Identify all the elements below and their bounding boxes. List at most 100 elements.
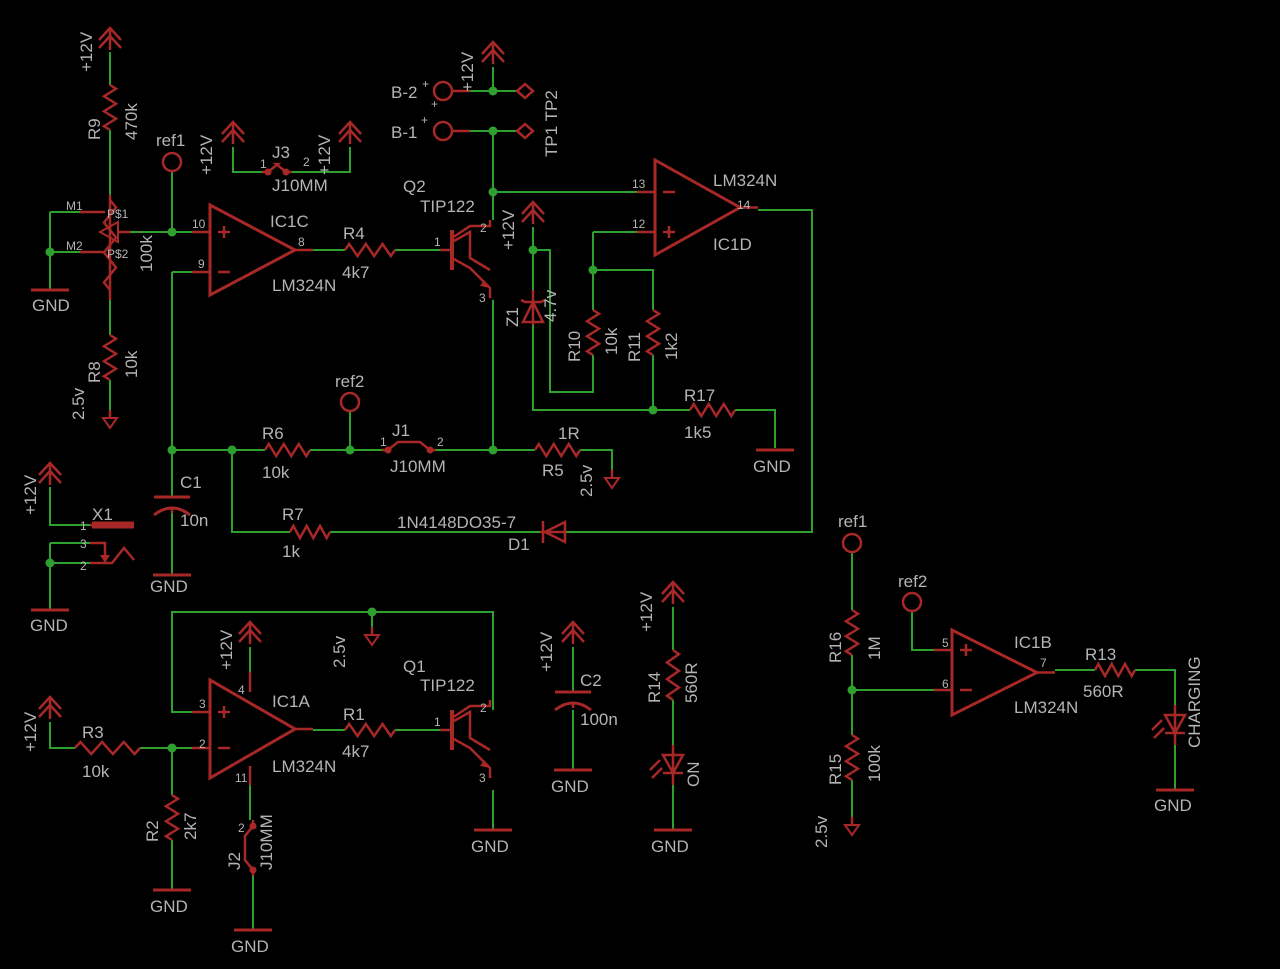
r11-value-label: 1k2	[662, 333, 681, 360]
led-light-icon	[1153, 727, 1165, 739]
resistor-symbol	[664, 648, 682, 702]
ic1d-value-label: LM324N	[713, 171, 777, 190]
ic1a-value-label: LM324N	[272, 757, 336, 776]
j3-ref-label: J3	[272, 143, 290, 162]
supplies-gnd-label: GND	[471, 837, 509, 856]
wire	[292, 147, 351, 173]
supply-12v-icon	[521, 208, 545, 223]
supply-2v5-icon	[603, 477, 621, 490]
supply-12v-icon	[661, 580, 685, 595]
pins-p13-label: 13	[632, 177, 646, 191]
wire	[49, 487, 90, 526]
supply-12v-icon	[38, 695, 62, 710]
supplies-p12-label: +12V	[77, 31, 96, 72]
pins-p4-label: 4	[238, 683, 245, 697]
supplies-v25-label: 2.5v	[69, 387, 88, 420]
transistor-symbol	[451, 256, 492, 298]
supply-12v-icon	[561, 628, 585, 643]
j2-ref-label: J2	[225, 852, 244, 870]
supply-12v-icon	[98, 26, 122, 41]
supplies-gnd-label: GND	[150, 577, 188, 596]
opamp-symbol	[208, 677, 299, 781]
pot-p1-label: P$1	[107, 207, 129, 221]
r4-value-label: 4k7	[342, 263, 369, 282]
ic1c-ref-label: IC1C	[270, 212, 309, 231]
r10-ref-label: R10	[565, 331, 584, 362]
ledon-value-label: ON	[684, 762, 703, 788]
r16-value-label: 1M	[865, 636, 884, 660]
ic1c-value-label: LM324N	[272, 276, 336, 295]
r4-ref-label: R4	[343, 224, 365, 243]
r11-ref-label: R11	[625, 332, 644, 362]
resistor-symbol	[1093, 661, 1137, 679]
r7-value-label: 1k	[282, 542, 300, 561]
jumper-pin	[249, 866, 257, 874]
c1-value-label: 10n	[180, 511, 208, 530]
r5-ref-label: R5	[542, 461, 564, 480]
b1-ref-label: B-1	[391, 123, 417, 142]
supply-12v-icon	[521, 200, 545, 215]
c2-value-label: 100n	[580, 710, 618, 729]
supplies-gnd-label: GND	[30, 616, 68, 635]
j2-value-label: J10MM	[257, 814, 276, 870]
pins-p1-label: 1	[434, 715, 441, 729]
r15-ref-label: R15	[826, 754, 845, 785]
junction-dot	[45, 558, 55, 568]
supplies-p12-label: +12V	[197, 134, 216, 175]
test-pad-icon	[901, 591, 923, 613]
supply-12v-icon	[38, 703, 62, 718]
z1-value-label: 4.7v	[541, 289, 560, 322]
resistor-symbol	[584, 308, 602, 357]
resistor-symbol	[343, 721, 397, 739]
wire	[49, 722, 75, 749]
r3-value-label: 10k	[82, 762, 110, 781]
d1-ref-label: D1	[508, 535, 530, 554]
supply-2v5-icon	[843, 824, 861, 837]
pins-p1-label: 1	[380, 435, 387, 449]
r14-ref-label: R14	[645, 672, 664, 703]
resistor-symbol	[843, 608, 861, 657]
d1-value-label: 1N4148DO35-7	[397, 513, 516, 532]
supplies-p12-label: +12V	[637, 591, 656, 632]
wire	[580, 449, 613, 478]
transistor-symbol	[451, 709, 491, 752]
r9-ref-label: R9	[85, 118, 104, 140]
opamp-symbol	[208, 202, 299, 298]
led-light-icon	[1151, 719, 1163, 731]
pins-p2-label: 2	[480, 221, 487, 235]
test-point-icon	[515, 122, 535, 140]
b2-ref-label: B-2	[391, 83, 417, 102]
supplies-gnd-label: GND	[651, 837, 689, 856]
led-light-icon	[649, 759, 661, 771]
wire	[231, 450, 290, 533]
supply-12v-icon	[338, 128, 362, 143]
transistor-symbol	[451, 220, 492, 240]
x1-ref-label: X1	[92, 505, 113, 524]
pins-p2-label: 2	[238, 821, 245, 835]
r1-ref-label: R1	[343, 705, 365, 724]
supplies-gnd-label: GND	[150, 897, 188, 916]
junction-dot	[345, 445, 355, 455]
pot-value-label: 100k	[137, 235, 156, 272]
junction-dot	[167, 227, 177, 237]
pins-p3-label: 3	[199, 697, 206, 711]
j1-value-label: J10MM	[390, 457, 446, 476]
resistor-symbol	[343, 241, 397, 259]
q1-value-label: TIP122	[420, 676, 475, 695]
r17-value-label: 1k5	[684, 423, 711, 442]
pins-p2-label: 2	[303, 155, 310, 169]
junction-dot	[648, 405, 658, 415]
r3-ref-label: R3	[82, 723, 104, 742]
supply-12v-icon	[38, 469, 62, 484]
power-jack-symbol	[90, 546, 135, 565]
nets-ref1-label: ref1	[838, 512, 867, 531]
ic1b-ref-label: IC1B	[1014, 633, 1052, 652]
jumper-pin	[249, 822, 257, 830]
pins-p1-label: 1	[260, 157, 267, 171]
supplies-p12-label: +12V	[217, 629, 236, 670]
junction-dot	[45, 247, 55, 257]
wire	[593, 269, 654, 310]
supply-12v-icon	[98, 34, 122, 49]
jumper-pin	[264, 168, 272, 176]
